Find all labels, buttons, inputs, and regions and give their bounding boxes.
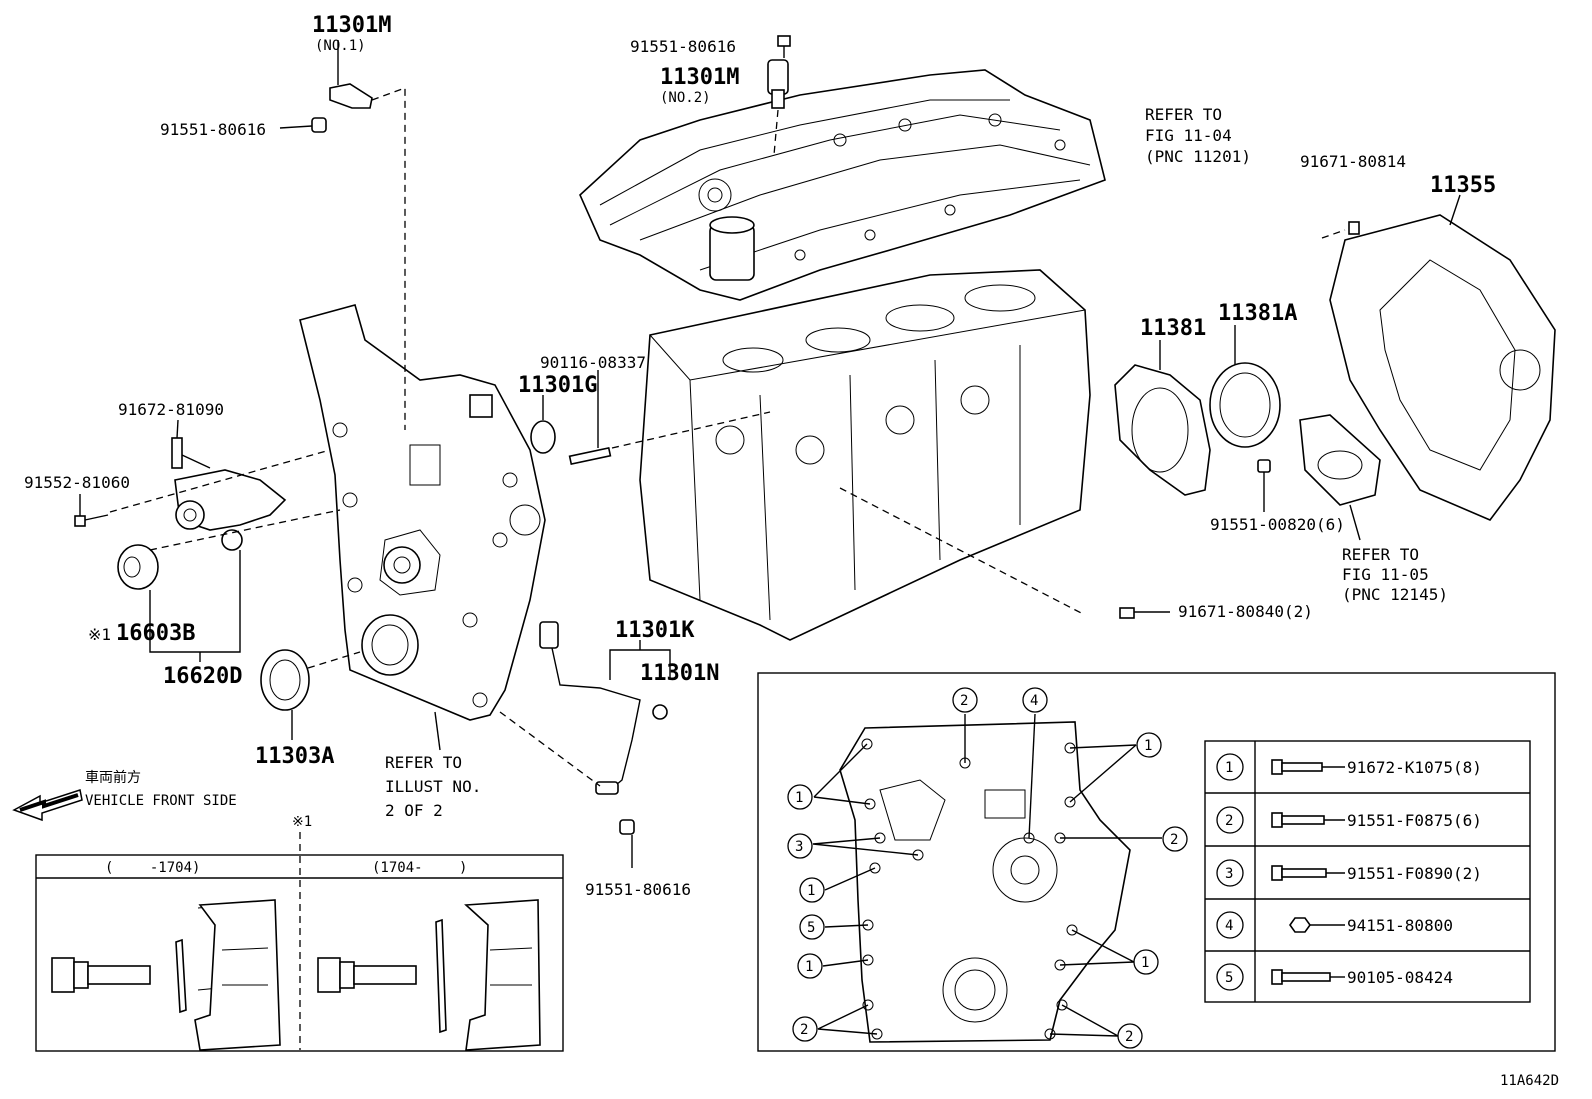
legend-part-1: 91672-K1075(8) <box>1347 758 1482 777</box>
bolt-icon <box>1119 607 1135 619</box>
legend-part-2: 91551-F0875(6) <box>1347 811 1482 830</box>
legend-num-3: 3 <box>1225 866 1233 882</box>
label-11381: 11381 <box>1140 316 1206 341</box>
bolt-icon <box>1271 812 1283 828</box>
timing-cover-illustration <box>299 304 546 721</box>
callout-5: 5 <box>807 920 815 936</box>
front-en-label: VEHICLE FRONT SIDE <box>85 793 237 809</box>
legend-num-4: 4 <box>1225 918 1233 934</box>
service-cover-illustration <box>1299 414 1381 541</box>
label-no1: (NO.1) <box>315 38 366 54</box>
label-11301K: 11301K <box>615 618 695 643</box>
ref-1105-line3: (PNC 12145) <box>1342 585 1448 604</box>
crank-seal-illustration <box>260 649 361 740</box>
nut-icon <box>1289 917 1311 933</box>
rear-seal-illustration <box>1114 325 1281 512</box>
ref-illust-line2: ILLUST NO. <box>385 777 481 796</box>
cam-sensor-no1-illustration <box>279 40 406 430</box>
front-jp-label: 車両前方 <box>85 769 141 786</box>
callout-1: 1 <box>795 790 803 806</box>
label-91552-81060: 91552-81060 <box>24 473 130 492</box>
bolt-icon <box>1271 759 1283 775</box>
label-90116-08337: 90116-08337 <box>540 353 646 372</box>
bolt-icon <box>1271 865 1283 881</box>
callout-1: 1 <box>1144 738 1152 754</box>
cam-sensor-no2-illustration <box>767 35 791 156</box>
label-91551-80616-b: 91551-80616 <box>630 37 736 56</box>
end-plate-illustration <box>1321 194 1556 521</box>
ref-1104-line3: (PNC 11201) <box>1145 147 1251 166</box>
label-91551-80616-c: 91551-80616 <box>585 880 691 899</box>
guide-line <box>839 487 1086 616</box>
label-11303A: 11303A <box>255 744 334 769</box>
label-91671-80814: 91671-80814 <box>1300 152 1406 171</box>
label-16620D: 16620D <box>163 664 242 689</box>
callout-2: 2 <box>960 693 968 709</box>
variant-col2-header: (1704- ) <box>372 860 467 876</box>
ref-1105-line1: REFER TO <box>1342 545 1419 564</box>
label-91551-00820: 91551-00820(6) <box>1210 515 1345 534</box>
ref-1104-line1: REFER TO <box>1145 105 1222 124</box>
legend-num-1: 1 <box>1225 760 1233 776</box>
callout-1: 1 <box>807 883 815 899</box>
legend-part-3: 91551-F0890(2) <box>1347 864 1482 883</box>
label-11301M-no2: 11301M <box>660 65 739 90</box>
ref-1105-line2: FIG 11-05 <box>1342 565 1429 584</box>
label-91671-80840: 91671-80840(2) <box>1178 602 1313 621</box>
ref-illust-line3: 2 OF 2 <box>385 801 443 820</box>
legend-num-5: 5 <box>1225 970 1233 986</box>
label-91672-81090: 91672-81090 <box>118 400 224 419</box>
o-ring-and-stud-illustration <box>530 370 771 466</box>
ref-1104-line2: FIG 11-04 <box>1145 126 1232 145</box>
variant-col1-header: ( -1704) <box>105 860 200 876</box>
legend-part-4: 94151-80800 <box>1347 916 1453 935</box>
variant-mark: ※1 <box>292 814 312 830</box>
callout-2: 2 <box>1170 832 1178 848</box>
label-11355: 11355 <box>1430 173 1496 198</box>
bolt-icon <box>1271 969 1283 985</box>
callout-4: 4 <box>1030 693 1038 709</box>
wire-harness-illustration <box>499 621 671 868</box>
bolt-location-box: 1 1 2 4 3 2 1 5 1 1 2 2 <box>757 672 1556 1052</box>
cylinder-block-illustration <box>639 269 1091 641</box>
label-11301N: 11301N <box>640 661 719 686</box>
label-no2: (NO.2) <box>660 90 711 106</box>
tensioner-illustration <box>74 437 341 590</box>
legend-part-5: 90105-08424 <box>1347 968 1453 987</box>
diagram-id: 11A642D <box>1500 1073 1559 1089</box>
callout-1: 1 <box>1141 955 1149 971</box>
legend-num-2: 2 <box>1225 813 1233 829</box>
bolt-legend-table: 1 91672-K1075(8) 2 91551-F0875(6) 3 9155… <box>1204 740 1531 1003</box>
callout-3: 3 <box>795 839 803 855</box>
label-11301M-no1: 11301M <box>312 13 391 38</box>
valve-cover-illustration <box>579 69 1106 301</box>
callout-1: 1 <box>805 959 813 975</box>
label-16603B: 16603B <box>116 621 195 646</box>
label-11301G: 11301G <box>518 373 597 398</box>
front-arrow-icon <box>12 789 83 822</box>
callout-2: 2 <box>800 1022 808 1038</box>
label-16603B-mark: ※1 <box>88 625 111 644</box>
callout-2: 2 <box>1125 1029 1133 1045</box>
label-91551-80616-a: 91551-80616 <box>160 120 266 139</box>
ref-illust-line1: REFER TO <box>385 753 462 772</box>
label-11381A: 11381A <box>1218 301 1297 326</box>
variant-box: ※1 ( -1704) (1704- ) <box>35 814 564 1052</box>
